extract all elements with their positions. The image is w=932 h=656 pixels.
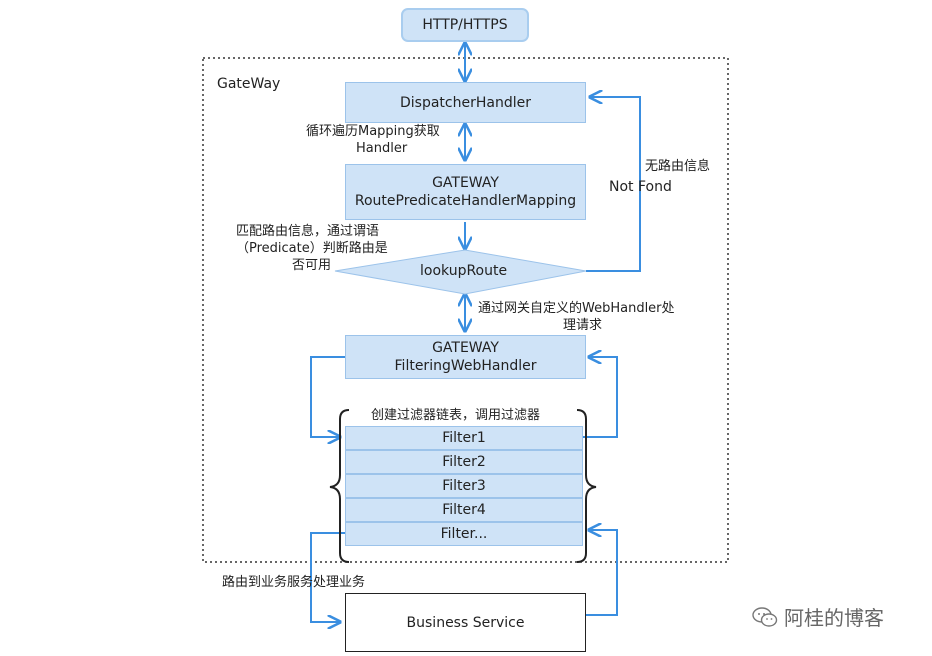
watermark-text: 阿桂的博客: [784, 606, 884, 630]
route-predicate-mapping-node: GATEWAY RoutePredicateHandlerMapping: [345, 164, 586, 220]
filter-label: Filter1: [442, 430, 486, 446]
dispatcher-handler-label: DispatcherHandler: [400, 94, 531, 111]
no-route-label: 无路由信息: [645, 159, 711, 174]
match-route-label-1: 匹配路由信息，通过谓语: [236, 224, 380, 239]
filter-item: Filter1: [345, 426, 583, 450]
route-business-label: 路由到业务服务处理业务: [222, 575, 366, 590]
match-route-label-3: 否可用: [292, 258, 332, 273]
http-node: HTTP/HTTPS: [401, 8, 529, 42]
gateway-boundary: [202, 57, 729, 563]
arrow-business-to-filter: [583, 530, 618, 616]
dispatcher-handler-node: DispatcherHandler: [345, 82, 586, 123]
filtering-web-handler-line1: GATEWAY: [432, 340, 499, 356]
filtering-web-handler-node: GATEWAY FilteringWebHandler: [345, 335, 586, 379]
right-brace: [576, 409, 597, 563]
not-found-label: Not Fond: [609, 179, 672, 195]
arrow-not-found-loop: [586, 97, 641, 272]
filter-label: Filter2: [442, 454, 486, 470]
filter-item: Filter3: [345, 474, 583, 498]
arrow-filtering-to-chain: [310, 356, 345, 437]
filter-label: Filter...: [440, 526, 488, 542]
create-chain-label: 创建过滤器链表，调用过滤器: [371, 408, 541, 423]
gateway-label: GateWay: [217, 76, 281, 92]
filter-label: Filter3: [442, 478, 486, 494]
web-handler-label-1: 通过网关自定义的WebHandler处: [478, 301, 675, 316]
filter-label: Filter4: [442, 502, 486, 518]
lookup-route-label: lookupRoute: [420, 263, 508, 279]
http-label: HTTP/HTTPS: [422, 17, 508, 33]
business-service-node: Business Service: [345, 593, 586, 652]
web-handler-label-2: 理请求: [563, 318, 603, 333]
left-brace: [329, 409, 350, 563]
arrow-chain-to-filtering: [583, 357, 618, 438]
loop-mapping-label-2: Handler: [356, 141, 408, 156]
business-service-label: Business Service: [406, 614, 525, 631]
filter-item: Filter...: [345, 522, 583, 546]
wechat-icon: [752, 606, 778, 627]
filter-item: Filter4: [345, 498, 583, 522]
arrow-filter-to-business: [310, 532, 345, 622]
loop-mapping-label-1: 循环遍历Mapping获取: [306, 124, 440, 139]
filter-item: Filter2: [345, 450, 583, 474]
lookup-route-diamond: [334, 249, 587, 295]
match-route-label-2: （Predicate）判断路由是: [236, 241, 388, 256]
watermark: 阿桂的博客: [752, 602, 884, 631]
filtering-web-handler-line2: FilteringWebHandler: [394, 358, 537, 374]
route-predicate-mapping-line2: RoutePredicateHandlerMapping: [354, 193, 577, 209]
route-predicate-mapping-line1: GATEWAY: [432, 175, 499, 191]
